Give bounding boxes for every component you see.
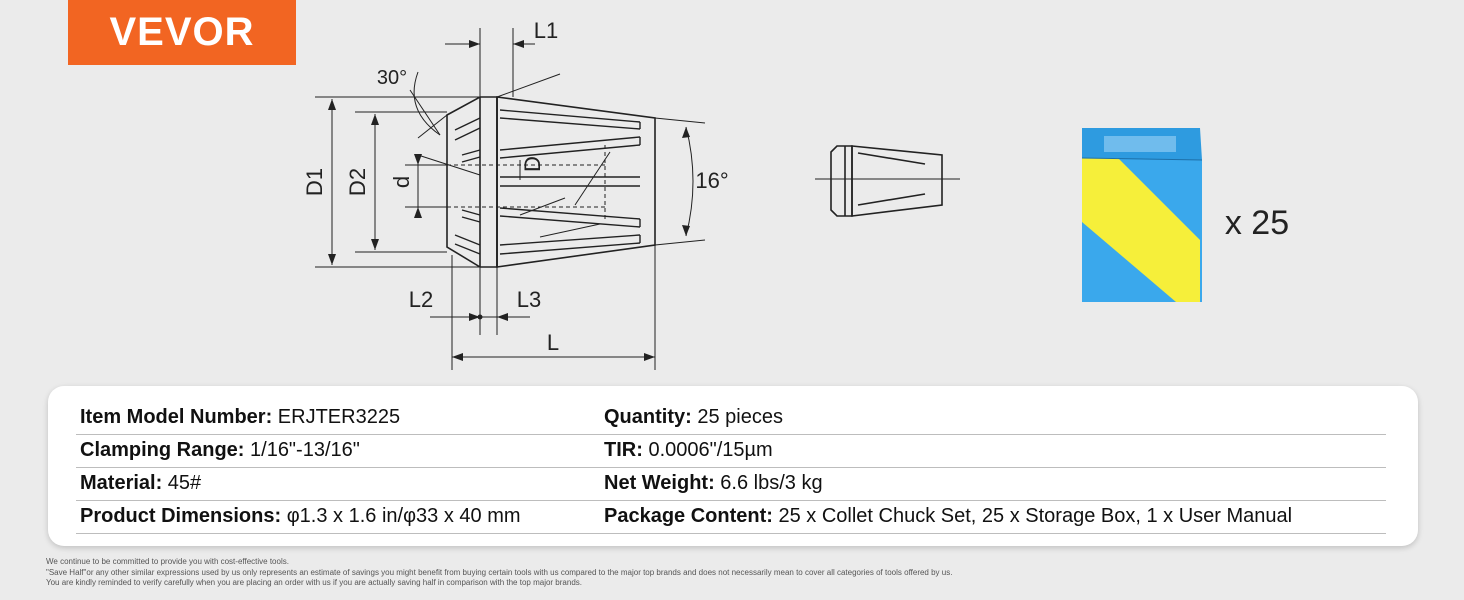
dim-D1-label: D1: [302, 168, 327, 196]
disclaimer-line: We continue to be committed to provide y…: [46, 557, 289, 566]
spec-row-4: Product Dimensions: φ1.3 x 1.6 in/φ33 x …: [76, 500, 1386, 534]
dim-D2-label: D2: [345, 168, 370, 196]
spec-item-model: Item Model Number: ERJTER3225: [80, 406, 401, 428]
spec-row-2: Clamping Range: 1/16"-13/16" TIR: 0.0006…: [76, 434, 1386, 468]
disclaimer: We continue to be committed to provide y…: [46, 557, 952, 589]
spec-row-3: Material: 45# Net Weight: 6.6 lbs/3 kg: [76, 467, 1386, 501]
angle-16-label: 16°: [695, 168, 728, 193]
spec-material: Material: 45#: [80, 472, 202, 494]
spec-product-dimensions: Product Dimensions: φ1.3 x 1.6 in/φ33 x …: [80, 505, 521, 527]
dim-D-label: D: [520, 156, 545, 172]
disclaimer-line: You are kindly reminded to verify carefu…: [46, 578, 582, 587]
spec-tir: TIR: 0.0006"/15µm: [604, 439, 773, 461]
small-collet-outline: [851, 145, 943, 217]
spec-clamping-range: Clamping Range: 1/16"-13/16": [80, 439, 360, 461]
dim-d-label: d: [389, 176, 414, 188]
dim-L2-label: L2: [409, 287, 433, 312]
disclaimer-line: "Save Half"or any other similar expressi…: [46, 567, 953, 577]
spec-row-1: Item Model Number: ERJTER3225 Quantity: …: [76, 401, 1386, 435]
angle-30-label: 30°: [377, 67, 407, 89]
spec-package-content: Package Content: 25 x Collet Chuck Set, …: [604, 505, 1293, 527]
vevor-logo-mark: VEVOR: [109, 10, 254, 54]
dim-L1-label: L1: [534, 18, 558, 43]
dim-L-label: L: [547, 330, 559, 355]
quantity-multiplier-label: x 25: [1225, 204, 1289, 242]
vevor-logo: VEVOR: [68, 0, 296, 65]
collet-body-outline: [496, 96, 656, 268]
storage-box-image: [1081, 128, 1203, 302]
spec-net-weight: Net Weight: 6.6 lbs/3 kg: [604, 472, 823, 494]
dim-L3-label: L3: [517, 287, 541, 312]
logo-text: VEVOR: [109, 10, 254, 54]
collet-technical-drawing: 30° 16° L1 L2 L3 L D1 D2 d D x 25: [302, 18, 1289, 370]
spec-quantity: Quantity: 25 pieces: [604, 406, 783, 428]
spec-card: Item Model Number: ERJTER3225 Quantity: …: [48, 386, 1418, 546]
